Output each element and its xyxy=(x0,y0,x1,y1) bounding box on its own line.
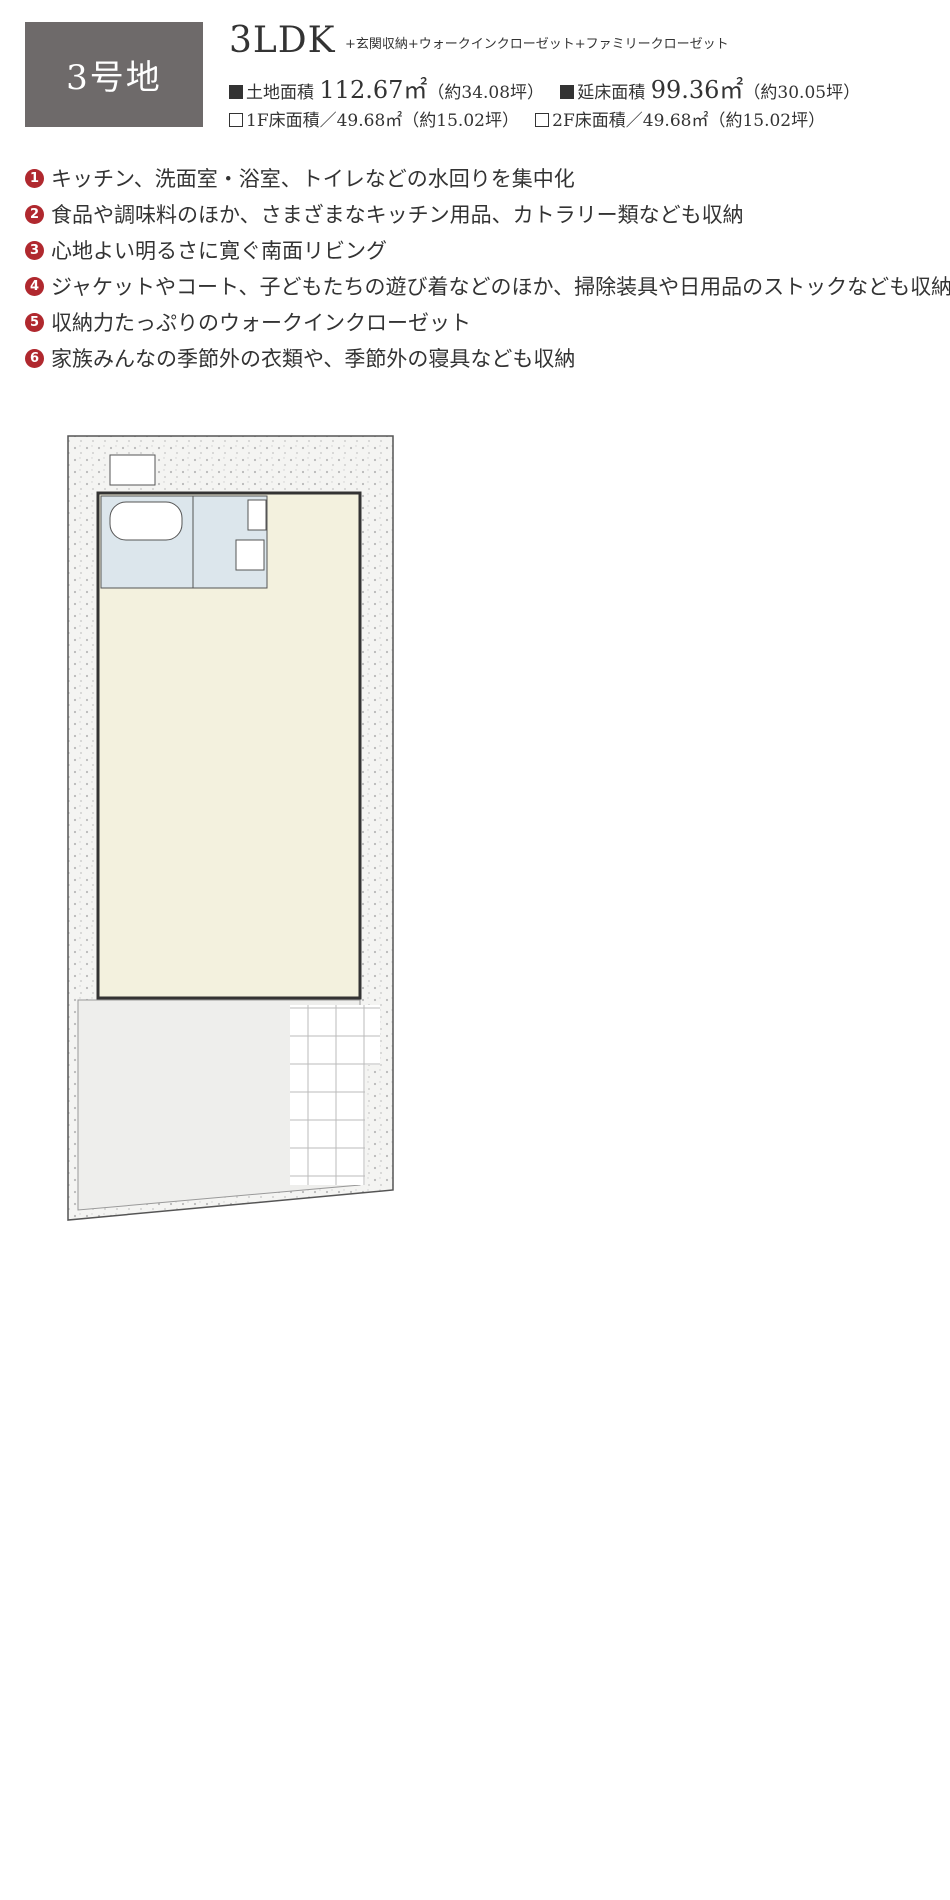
washing-machine xyxy=(247,499,267,531)
porch-tiles xyxy=(335,1005,380,1065)
number-badge: 4 xyxy=(25,276,44,296)
floor-plans xyxy=(67,435,394,1221)
feature-text: 食品や調味料のほか、さまざまなキッチン用品、カトラリー類なども収納 xyxy=(51,203,744,227)
feature-item: 1 キッチン、洗面室・浴室、トイレなどの水回りを集中化 xyxy=(25,160,950,196)
floor1-area: 1F床面積／49.68㎡（約15.02坪） xyxy=(246,111,519,131)
feature-item: 3 心地よい明るさに寛ぐ南面リビング xyxy=(25,232,950,268)
number-badge: 2 xyxy=(25,204,44,224)
feature-list: 1 キッチン、洗面室・浴室、トイレなどの水回りを集中化 2 食品や調味料のほか、さま… xyxy=(25,160,950,376)
filled-square-icon xyxy=(560,85,575,99)
floor2-area: 2F床面積／49.68㎡（約15.02坪） xyxy=(552,111,826,131)
plan-extra: +玄関収納+ウォークインクローゼット+ファミリークローゼット xyxy=(345,37,729,52)
land-area-value: 112.67㎡ xyxy=(319,76,428,104)
feature-item: 2 食品や調味料のほか、さまざまなキッチン用品、カトラリー類なども収納 xyxy=(25,196,950,232)
land-area-label: 土地面積 xyxy=(246,83,314,103)
empty-square-icon xyxy=(229,113,243,127)
number-badge: 6 xyxy=(25,348,44,368)
floor-area-label: 延床面積 xyxy=(577,83,646,103)
land-area-tsubo: （約34.08坪） xyxy=(427,83,545,103)
number-badge: 1 xyxy=(25,168,44,188)
plan-type: 3LDK xyxy=(229,20,336,61)
feature-item: 6 家族みんなの季節外の衣類や、季節外の寝具なども収納 xyxy=(25,340,950,376)
area-row-total: 土地面積 112.67㎡（約34.08坪） 延床面積 99.36㎡（約30.05… xyxy=(229,70,860,105)
floor1-plan xyxy=(67,435,394,1221)
feature-text: 心地よい明るさに寛ぐ南面リビング xyxy=(51,239,387,263)
feature-item: 5 収納力たっぷりのウォークインクローゼット xyxy=(25,304,950,340)
feature-text: 収納力たっぷりのウォークインクローゼット xyxy=(51,311,471,335)
bathtub xyxy=(109,501,183,541)
floor-area-tsubo: （約30.05坪） xyxy=(743,83,861,103)
sink xyxy=(235,539,265,571)
feature-text: キッチン、洗面室・浴室、トイレなどの水回りを集中化 xyxy=(51,167,575,191)
filled-square-icon xyxy=(229,85,243,99)
area-row-floors: 1F床面積／49.68㎡（約15.02坪） 2F床面積／49.68㎡（約15.0… xyxy=(229,106,825,131)
feature-text: ジャケットやコート、子どもたちの遊び着などのほか、掃除装具や日用品のストックなど… xyxy=(51,275,950,299)
feature-text: 家族みんなの季節外の衣類や、季節外の寝具なども収納 xyxy=(51,347,576,371)
empty-square-icon xyxy=(535,113,550,127)
floor-area-value: 99.36㎡ xyxy=(650,76,744,104)
number-badge: 5 xyxy=(25,312,44,332)
number-badge: 3 xyxy=(25,240,44,260)
feature-item: 4 ジャケットやコート、子どもたちの遊び着などのほか、掃除装具や日用品のストックな… xyxy=(25,268,950,304)
water-heater xyxy=(109,454,156,486)
lot-badge: 3号地 xyxy=(25,22,203,127)
